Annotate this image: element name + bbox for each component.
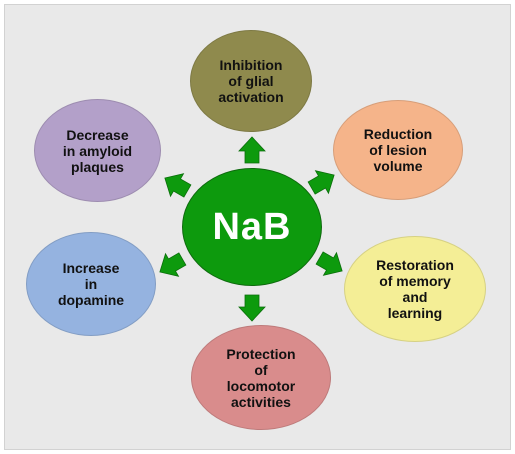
node-label: Increase in dopamine — [57, 260, 125, 308]
node-reduction-of-lesion-volume: Reduction of lesion volume — [333, 100, 463, 200]
node-inhibition-of-glial-activation: Inhibition of glial activation — [190, 30, 312, 132]
arrow-to-amyloid — [164, 173, 192, 198]
node-restoration-of-memory-and-learning: Restoration of memory and learning — [344, 236, 486, 342]
arrow-to-lesion — [307, 170, 335, 195]
arrow-to-locomotor — [238, 294, 266, 322]
node-label: Inhibition of glial activation — [218, 57, 284, 105]
node-label: Decrease in amyloid plaques — [62, 126, 133, 175]
node-label: Restoration of memory and learning — [376, 257, 454, 321]
node-label: Reduction of lesion volume — [363, 126, 433, 174]
node-increase-in-dopamine: Increase in dopamine — [26, 232, 156, 336]
center-label: NaB — [212, 205, 292, 248]
node-protection-of-locomotor-activities: Protection of locomotor activities — [191, 325, 331, 430]
node-label: Protection of locomotor activities — [226, 345, 296, 410]
node-decrease-in-amyloid-plaques: Decrease in amyloid plaques — [34, 99, 161, 202]
arrow-to-dopamine — [159, 252, 187, 277]
arrow-to-glial — [238, 136, 266, 164]
arrow-to-memory — [315, 251, 343, 276]
center-node-nab: NaB — [182, 168, 322, 286]
